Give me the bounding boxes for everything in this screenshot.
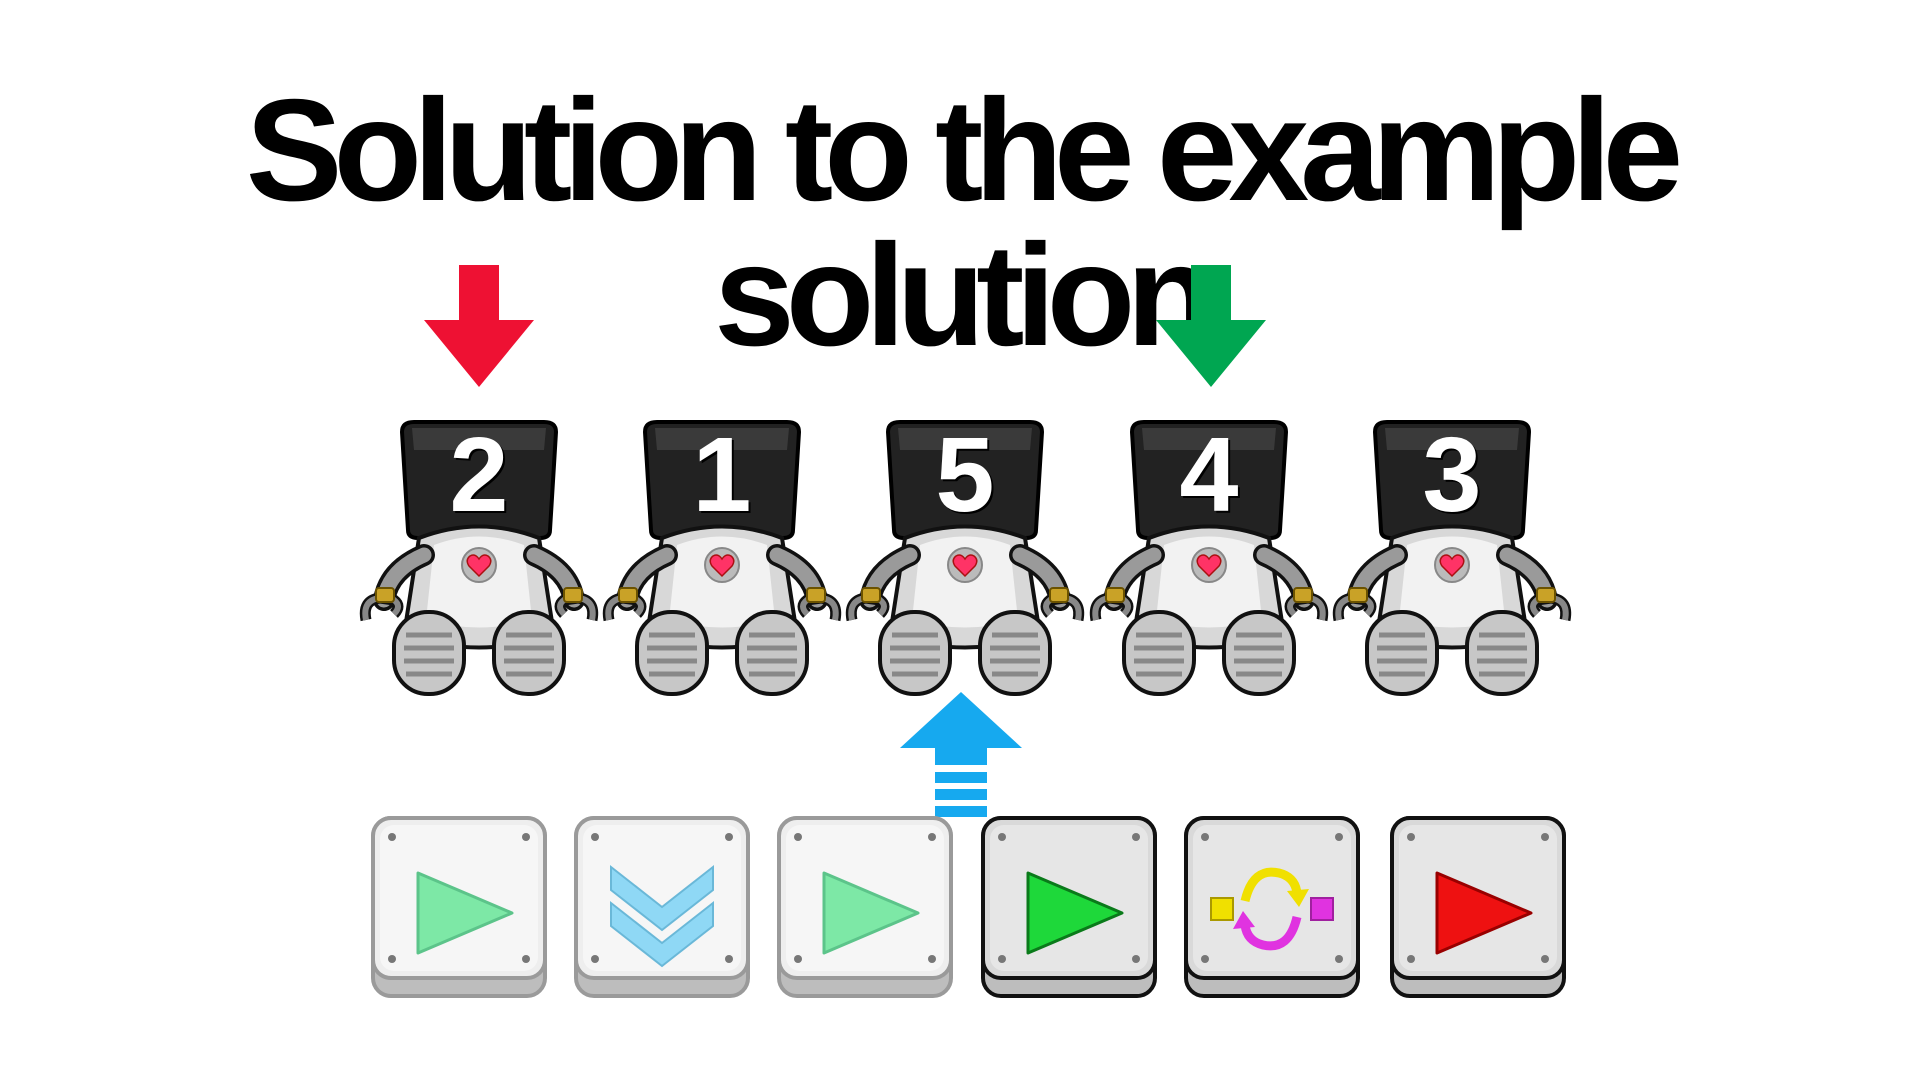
robot-number: 1 [692, 416, 752, 534]
play-icon [1026, 871, 1124, 955]
robot-4: 4 [1084, 420, 1334, 700]
robot-1: 1 [597, 420, 847, 700]
robot-number: 5 [935, 416, 995, 534]
robot-icon [602, 420, 842, 696]
play-command-button[interactable] [1389, 815, 1567, 1000]
blue-up-arrow-icon [900, 692, 1022, 817]
double-chevron-down-icon [610, 864, 714, 968]
play-command-button[interactable] [980, 815, 1158, 1000]
swap-icon [1210, 867, 1334, 951]
robot-icon [845, 420, 1085, 696]
robot-icon [1332, 420, 1572, 696]
robot-icon [359, 420, 599, 696]
robot-icon [1089, 420, 1329, 696]
robot-number: 3 [1422, 416, 1482, 534]
play-command-button[interactable] [776, 815, 954, 1000]
play-command-button[interactable] [370, 815, 548, 1000]
red-down-arrow-icon [424, 265, 534, 387]
robot-2: 2 [354, 420, 604, 700]
swap-command-button[interactable] [1183, 815, 1361, 1000]
robot-5: 5 [840, 420, 1090, 700]
play-icon [416, 871, 514, 955]
double-chevron-down-command-button[interactable] [573, 815, 751, 1000]
green-down-arrow-icon [1156, 265, 1266, 387]
play-icon [822, 871, 920, 955]
robot-number: 4 [1179, 416, 1239, 534]
page-title: Solution to the example solution [245, 69, 1683, 376]
play-icon [1435, 871, 1533, 955]
robot-3: 3 [1327, 420, 1577, 700]
robot-number: 2 [449, 416, 509, 534]
